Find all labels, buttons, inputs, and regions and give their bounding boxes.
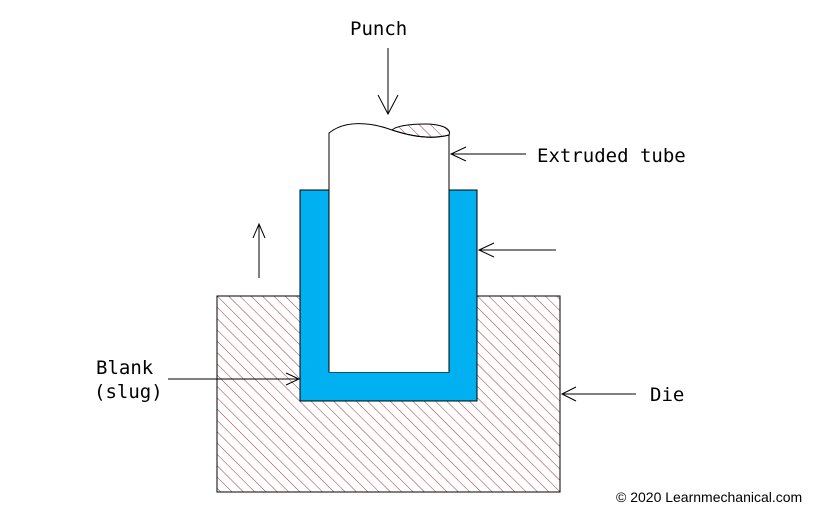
punch-arrow [377,48,399,116]
copyright-text: © 2020 Learnmechanical.com [616,489,802,505]
slug-label: (slug) [94,381,163,403]
blank-arrow [168,372,301,386]
tube-wall-arrow [477,242,556,258]
material-flow-up-arrow [252,222,266,278]
die-label: Die [650,384,684,406]
punch-cap-hatch [391,123,450,138]
punch-label: Punch [350,18,407,40]
die-arrow [560,386,636,402]
extruded-tube-arrow [449,146,526,162]
extruded-tube-label: Extruded tube [537,145,686,167]
blank-label: Blank [96,357,154,379]
punch-body [328,123,450,372]
